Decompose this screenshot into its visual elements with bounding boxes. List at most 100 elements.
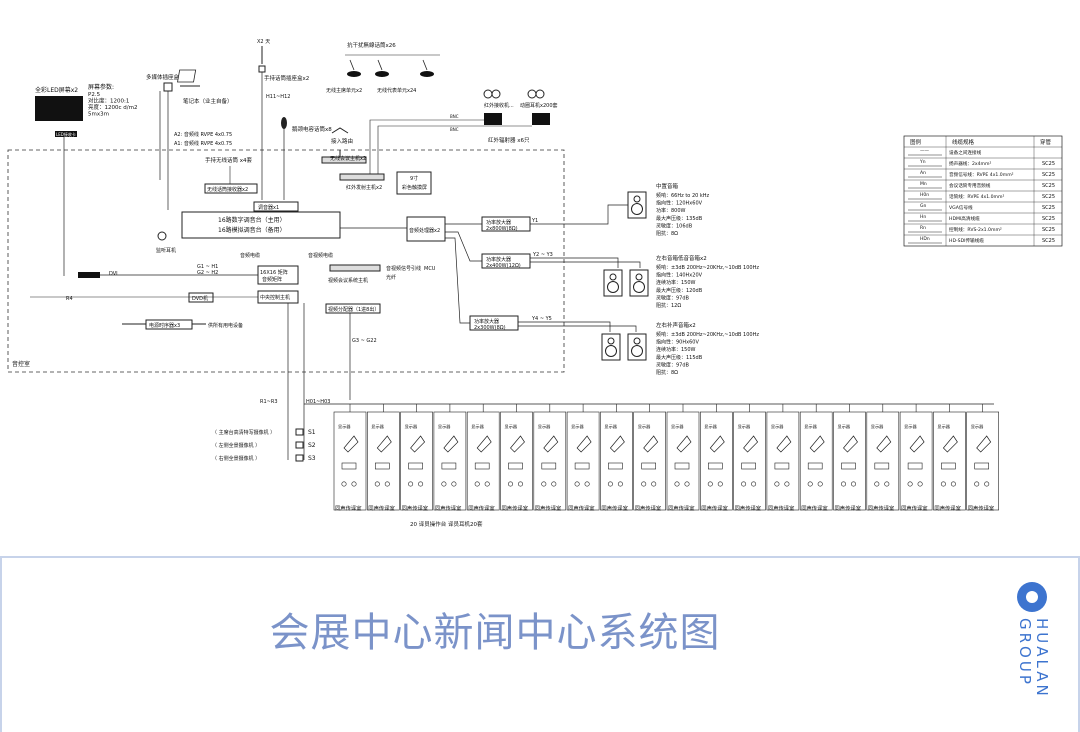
- video-conf-host: [329, 264, 381, 272]
- tweeter-icon: [633, 337, 641, 345]
- speaker-spec: 指向性：140Hx20V: [656, 272, 703, 279]
- camera-icon: [295, 454, 304, 462]
- booth-monitor-label: 显示器: [571, 424, 584, 430]
- y-label-2: Y2 ~ Y3: [532, 252, 553, 258]
- booth-monitor-label: 显示器: [638, 424, 651, 430]
- monitor-icon: [843, 435, 858, 453]
- gooseneck-label: 鹅颈电容话筒x8: [292, 125, 332, 133]
- earphone-icon: [451, 481, 457, 487]
- booth: [466, 411, 500, 511]
- woofer-icon: [633, 281, 645, 293]
- monitor-icon: [776, 435, 792, 453]
- conference-unit-icon: [420, 71, 434, 77]
- side-speaker-title: 左右音箱低音音箱x2: [656, 254, 707, 262]
- mixer-main-label: 调音器x1: [258, 204, 279, 211]
- touch-panel: [396, 171, 432, 195]
- booth: [899, 411, 933, 511]
- booth-monitor-label: 显示器: [771, 424, 784, 430]
- mixer-line-backup: 16路模拟调音台（备用）: [218, 226, 286, 234]
- earphone-icon: [384, 481, 390, 487]
- monitor-icon: [743, 435, 759, 453]
- chair-unit-label: 无线主席单元x2: [326, 87, 362, 94]
- earphone-icon: [351, 481, 357, 487]
- booth-label: 同声传译室: [801, 504, 828, 512]
- antenna-label: X2 天: [257, 39, 270, 45]
- booth: [799, 411, 833, 511]
- g-line-1: G1 ~ H1: [197, 264, 218, 270]
- matrix-line-2: 音频矩阵: [262, 276, 282, 283]
- booth: [500, 411, 533, 511]
- speaker-spec: 灵敏度：97dB: [656, 294, 690, 301]
- console-icon: [841, 462, 856, 470]
- console-icon: [574, 462, 590, 470]
- legend-spec: HDMI高清线缆: [949, 215, 980, 222]
- amp-1-spec: 2x800W(8Ω): [486, 226, 518, 232]
- camera-id: S3: [308, 455, 316, 462]
- led-screen: [35, 96, 83, 121]
- ir-emitter: [339, 173, 385, 181]
- booth-label: 同声传译室: [535, 504, 562, 512]
- booth-monitor-label: 显示器: [738, 424, 751, 430]
- legend-spec: HD-SDI传输线缆: [949, 237, 984, 244]
- earphone-icon: [840, 481, 846, 487]
- legend-header: 穿管: [1040, 138, 1052, 146]
- tweeter-icon: [607, 337, 615, 345]
- booth-monitor-label: 显示器: [505, 424, 518, 430]
- r4-label: R4: [66, 296, 73, 302]
- room-label: 音控室: [12, 360, 30, 368]
- video-conf-label: 视频会议系统主机: [328, 277, 368, 284]
- amp-1-name: 功率放大器: [486, 219, 511, 226]
- booth-monitor-label: 显示器: [704, 424, 717, 430]
- fill-speaker-title: 左右补声音箱x2: [656, 321, 696, 329]
- conference-host-label: 无线会议主机x2: [330, 155, 366, 162]
- legend-spec: 扬声器线：2x4mm²: [949, 160, 991, 167]
- handheld-mic-label: 手持无线话筒 x4套: [205, 156, 253, 164]
- speaker-spec: 频响：±3dB 200Hz~20KHz,~10dB 100Hz: [656, 264, 759, 271]
- monitor-icon: [343, 435, 359, 453]
- wireless-receiver: [204, 183, 258, 194]
- frame-left-edge: [0, 556, 2, 732]
- legend-code: Hn: [920, 214, 926, 220]
- earphone-icon: [850, 481, 856, 487]
- booth: [633, 411, 667, 511]
- bnc-label-2: BNC: [450, 127, 459, 132]
- legend-header: 图例: [910, 138, 922, 146]
- booth: [833, 411, 866, 511]
- earphone-icon: [651, 481, 657, 487]
- speaker-spec: 阻抗：8Ω: [656, 369, 678, 376]
- booth-monitor-label: 显示器: [338, 424, 351, 430]
- bnc-label-1: BNC: [450, 114, 459, 119]
- monitor-icon: [410, 435, 426, 453]
- legend-conduit: SC25: [1042, 216, 1055, 222]
- booth: [966, 411, 1000, 511]
- legend-code: Rn: [920, 225, 926, 231]
- monitor-icon: [942, 435, 958, 453]
- earphone-icon: [741, 481, 747, 487]
- ir-emitter-label: 红外发射主机x2: [346, 184, 382, 191]
- legend-spec: 会议话筒专用音频线: [949, 182, 991, 189]
- legend-spec: 音频信号线：RVPE 4x1.0mm²: [949, 171, 1014, 178]
- earphone-icon: [774, 481, 780, 487]
- monitor-icon: [576, 435, 592, 453]
- speaker-spec: 功率：800W: [656, 207, 686, 214]
- legend-conduit: SC25: [1042, 227, 1055, 233]
- console-icon: [874, 462, 890, 470]
- headphone-icon: [527, 89, 537, 99]
- booth: [699, 411, 733, 511]
- y-label-3: Y4 ~ Y5: [531, 316, 552, 322]
- monitor-icon: [909, 435, 925, 453]
- camera-icon: [295, 441, 304, 449]
- multimedia-box-label: 多媒体插座盒: [146, 73, 180, 81]
- booth-label: 同声传译室: [901, 504, 928, 512]
- dvd-player: [188, 292, 214, 303]
- mixer-console: [181, 211, 341, 239]
- speaker-spec: 阻抗：12Ω: [656, 302, 681, 309]
- led-receiver-label: LED接收卡: [56, 131, 76, 137]
- earphone-icon: [907, 481, 913, 487]
- booth-label: 同声传译室: [868, 504, 895, 512]
- speaker-spec: 频响：66Hz to 20 kHz: [656, 192, 710, 199]
- console-icon: [774, 462, 790, 470]
- conference-unit-icon: [347, 71, 361, 77]
- laptop-label: 笔记本（业主自备）: [183, 97, 233, 105]
- console-icon: [341, 462, 357, 470]
